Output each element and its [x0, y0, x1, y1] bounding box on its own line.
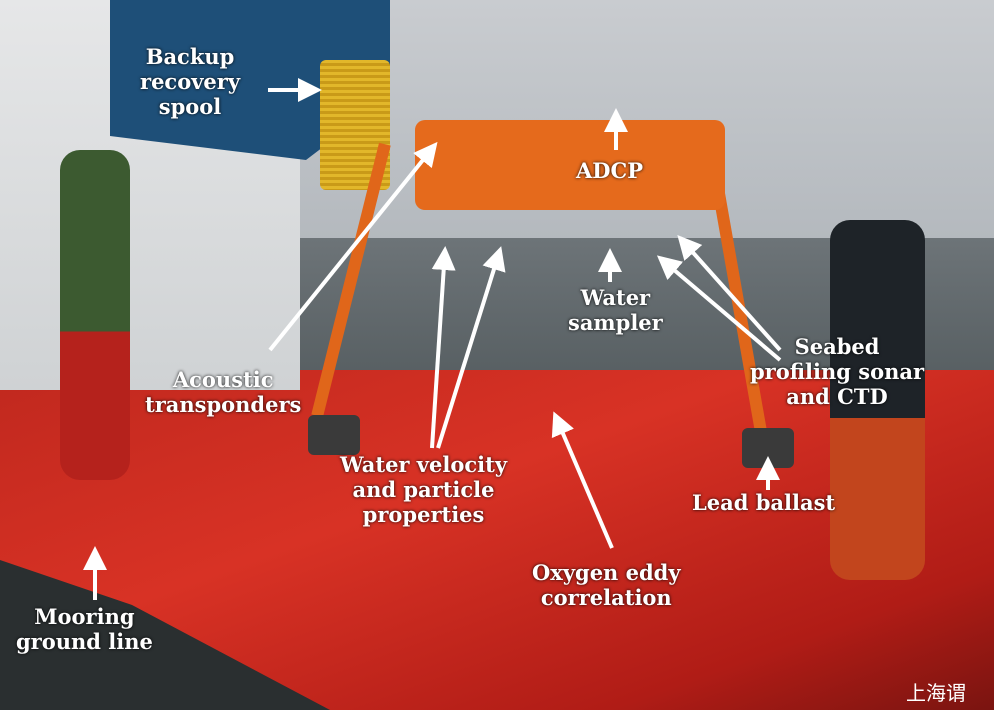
label-water-sampler: Water sampler: [568, 285, 663, 335]
label-lead-ballast: Lead ballast: [692, 490, 836, 515]
crew-member-right: [830, 220, 925, 580]
label-line: correlation: [540, 585, 672, 610]
watermark: 上海谓: [906, 681, 966, 705]
crew-member-left: [60, 150, 130, 480]
label-line: sampler: [568, 310, 663, 335]
label-water-velocity: Water velocity and particle properties: [340, 452, 507, 527]
label-line: Mooring: [34, 604, 135, 629]
label-line: profiling sonar: [750, 359, 925, 384]
label-line: and CTD: [786, 384, 888, 409]
label-line: ground line: [16, 629, 153, 654]
label-line: Acoustic: [172, 367, 274, 392]
label-sonar-ctd: Seabed profiling sonar and CTD: [750, 334, 924, 409]
label-adcp: ADCP: [576, 158, 644, 183]
label-line: Backup: [145, 44, 235, 69]
label-line: Oxygen eddy: [532, 560, 681, 585]
label-line: properties: [362, 502, 485, 527]
label-line: Water: [580, 285, 651, 310]
label-line: transponders: [145, 392, 302, 417]
lander-frame: [415, 120, 725, 210]
label-oxygen-eddy: Oxygen eddy correlation: [532, 560, 681, 610]
label-backup-recovery-spool: Backup recovery spool: [140, 44, 240, 119]
label-acoustic-transponders: Acoustic transponders: [145, 367, 301, 417]
label-line: spool: [158, 94, 222, 119]
label-line: and particle: [352, 477, 495, 502]
lead-ballast-weight: [308, 415, 360, 455]
label-line: Water velocity: [340, 452, 508, 477]
label-line: Seabed: [794, 334, 880, 359]
label-line: recovery: [140, 69, 241, 94]
label-mooring-ground-line: Mooring ground line: [16, 604, 153, 654]
